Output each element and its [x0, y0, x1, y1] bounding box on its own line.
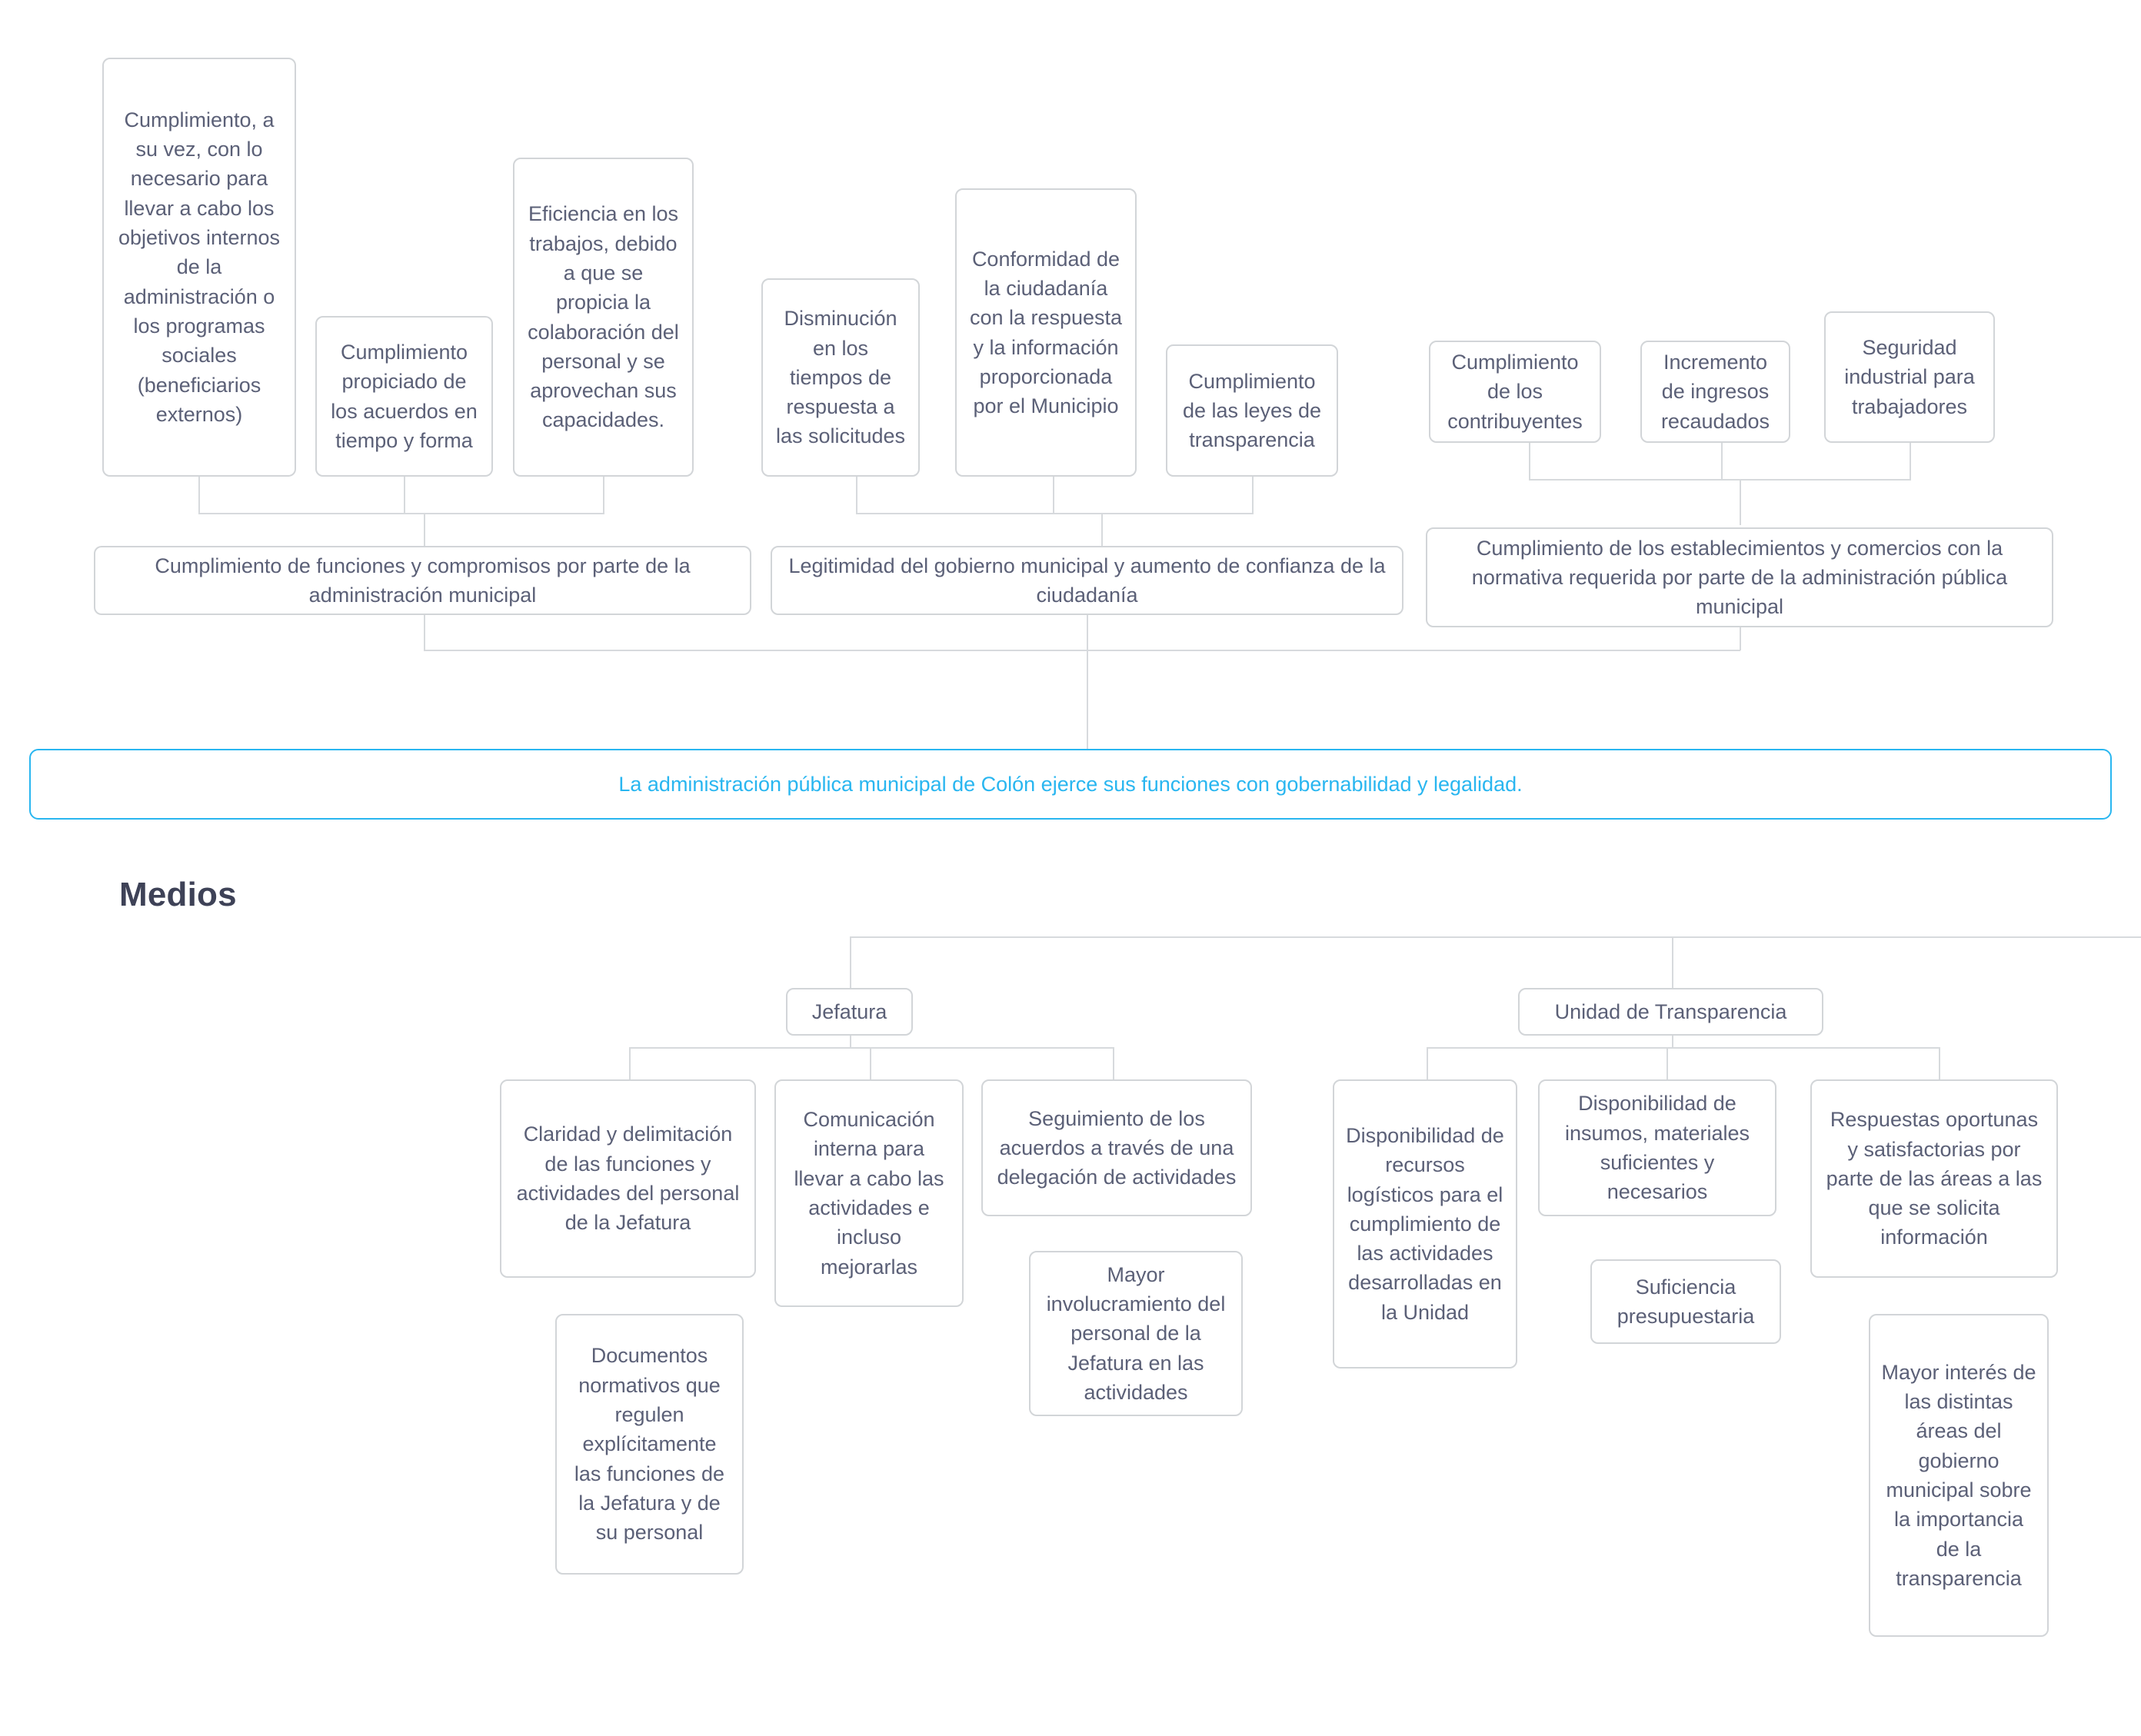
connector-stem-a1 [424, 513, 425, 547]
connector-a1-drop [424, 615, 425, 650]
aggregate-node-a2[interactable]: Legitimidad del gobierno municipal y aum… [771, 546, 1403, 615]
connector-e3-drop [603, 477, 604, 514]
connector-bus-group3 [1529, 479, 1911, 481]
connector-jefatura-bus [629, 1047, 1114, 1049]
connector-t4-drop [1939, 1047, 1940, 1079]
goal-statement-text: La administración pública municipal de C… [618, 772, 1523, 796]
aggregate-node-a1[interactable]: Cumplimiento de funciones y compromisos … [94, 546, 751, 615]
effect-node-e5[interactable]: Conformidad de la ciudadanía con la resp… [955, 188, 1137, 477]
effect-node-e4[interactable]: Disminución en los tiempos de respuesta … [761, 278, 920, 477]
effect-node-e3[interactable]: Eficiencia en los trabajos, debido a que… [513, 158, 694, 477]
connector-transparencia-bus [1427, 1047, 1940, 1049]
connector-jefatura-stem [850, 1036, 851, 1048]
effect-node-e1[interactable]: Cumplimiento, a su vez, con lo necesario… [102, 58, 296, 477]
connector-medios-jefatura-drop [850, 936, 851, 988]
means-node-t3[interactable]: Suficiencia presupuestaria [1590, 1259, 1781, 1344]
branch-node-transparencia[interactable]: Unidad de Transparencia [1518, 988, 1823, 1036]
means-node-t1[interactable]: Disponibilidad de recursos logísticos pa… [1333, 1079, 1517, 1369]
means-node-j2[interactable]: Documentos normativos que regulen explíc… [555, 1314, 744, 1575]
effect-node-e7[interactable]: Cumplimiento de los contribuyentes [1429, 341, 1601, 443]
means-node-t4[interactable]: Respuestas oportunas y satisfactorias po… [1810, 1079, 2058, 1278]
connector-e4-drop [856, 477, 857, 514]
connector-e1-drop [198, 477, 200, 514]
means-node-j4[interactable]: Seguimiento de los acuerdos a través de … [981, 1079, 1252, 1216]
connector-e5-drop [1053, 477, 1054, 514]
connector-e2-drop [404, 477, 405, 514]
means-node-j3[interactable]: Comunicación interna para llevar a cabo … [774, 1079, 964, 1307]
connector-bus-aggregates [424, 650, 1740, 651]
branch-node-jefatura[interactable]: Jefatura [786, 988, 913, 1036]
connector-e6-drop [1252, 477, 1254, 514]
means-node-j5[interactable]: Mayor involucramiento del personal de la… [1029, 1251, 1243, 1416]
connector-j1-drop [629, 1047, 631, 1079]
connector-a2-drop [1087, 615, 1088, 650]
aggregate-node-a3[interactable]: Cumplimiento de los establecimientos y c… [1426, 527, 2053, 627]
connector-j3-drop [870, 1047, 871, 1079]
effect-node-e8[interactable]: Incremento de ingresos recaudados [1640, 341, 1790, 443]
connector-transparencia-stem [1672, 1036, 1673, 1048]
goal-statement-box[interactable]: La administración pública municipal de C… [29, 749, 2112, 820]
connector-e9-drop [1910, 443, 1911, 480]
effect-node-e6[interactable]: Cumplimiento de las leyes de transparenc… [1166, 344, 1338, 477]
means-node-j1[interactable]: Claridad y delimitación de las funciones… [500, 1079, 756, 1278]
means-node-t2[interactable]: Disponibilidad de insumos, materiales su… [1538, 1079, 1776, 1216]
connector-e7-drop [1529, 443, 1530, 480]
connector-a3-drop [1740, 627, 1741, 650]
section-title-medios: Medios [119, 876, 237, 913]
means-node-t5[interactable]: Mayor interés de las distintas áreas del… [1869, 1314, 2049, 1637]
connector-medios-root-bus [850, 936, 2141, 938]
connector-stem-a3 [1740, 479, 1741, 525]
effect-node-e9[interactable]: Seguridad industrial para trabajadores [1824, 311, 1995, 443]
connector-bus-group2 [856, 513, 1254, 514]
connector-bus-group1 [198, 513, 604, 514]
connector-e8-drop [1721, 443, 1723, 480]
connector-t2-drop [1667, 1047, 1668, 1079]
effect-node-e2[interactable]: Cumplimiento propiciado de los acuerdos … [315, 316, 493, 477]
connector-j4-drop [1113, 1047, 1114, 1079]
connector-stem-statement [1087, 650, 1088, 750]
connector-t1-drop [1427, 1047, 1428, 1079]
connector-medios-transparencia-drop [1672, 936, 1673, 988]
connector-stem-a2 [1101, 513, 1103, 547]
